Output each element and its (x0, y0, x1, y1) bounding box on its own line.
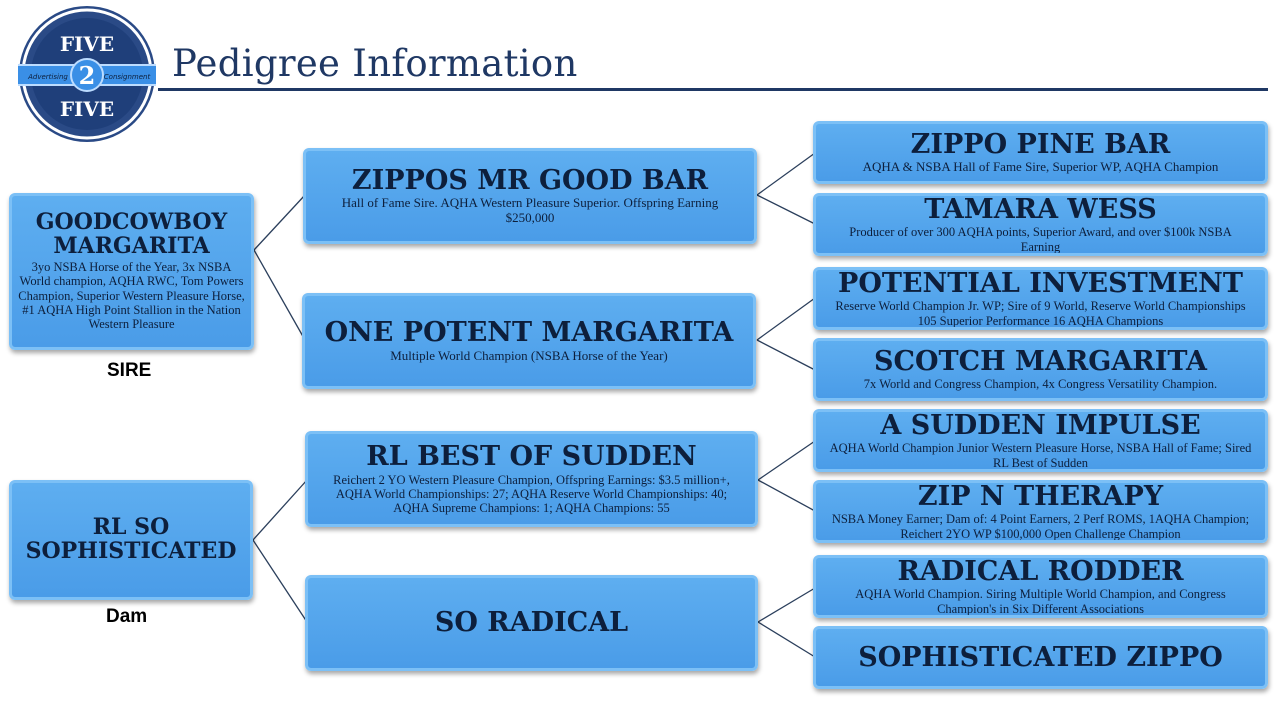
sire-label: SIRE (107, 360, 152, 381)
connector-onepotent-to-scotch (756, 339, 816, 371)
connector-zippos-to-zippopine (756, 152, 816, 196)
horse-card-zip-n-therapy[interactable]: ZIP N THERAPY NSBA Money Earner; Dam of:… (813, 480, 1268, 543)
svg-text:Advertising: Advertising (27, 73, 68, 81)
connector-sire-to-zippos (253, 194, 306, 251)
horse-card-zippos-mr-good-bar[interactable]: ZIPPOS MR GOOD BAR Hall of Fame Sire. AQ… (303, 148, 757, 244)
horse-achievements: Multiple World Champion (NSBA Horse of t… (390, 347, 668, 363)
connector-soradical-to-radical (757, 587, 816, 623)
horse-card-rl-so-sophisticated[interactable]: RL SO SOPHISTICATED (9, 480, 253, 600)
horse-name: TAMARA WESS (924, 194, 1157, 226)
horse-card-so-radical[interactable]: SO RADICAL (305, 575, 758, 671)
horse-achievements: Hall of Fame Sire. AQHA Western Pleasure… (341, 195, 719, 226)
connector-onepotent-to-potential (756, 297, 816, 341)
svg-text:FIVE: FIVE (60, 97, 114, 121)
horse-card-sophisticated-zippo[interactable]: SOPHISTICATED ZIPPO (813, 626, 1268, 689)
horse-name: SO RADICAL (434, 607, 629, 639)
horse-card-scotch-margarita[interactable]: SCOTCH MARGARITA 7x World and Congress C… (813, 338, 1268, 401)
svg-text:FIVE: FIVE (60, 32, 114, 56)
connector-dam-to-soradical (252, 539, 308, 623)
horse-achievements: Reserve World Champion Jr. WP; Sire of 9… (835, 299, 1246, 328)
horse-name: ONE POTENT MARGARITA (324, 317, 734, 349)
horse-name: SCOTCH MARGARITA (874, 346, 1207, 378)
horse-name: GOODCOWBOY MARGARITA (35, 209, 228, 260)
horse-card-rl-best-of-sudden[interactable]: RL BEST OF SUDDEN Reichert 2 YO Western … (305, 431, 758, 527)
horse-name: ZIP N THERAPY (917, 481, 1164, 513)
connector-sire-to-onepotent (253, 249, 306, 341)
title-divider (158, 88, 1268, 91)
horse-name: RADICAL RODDER (897, 556, 1184, 588)
horse-achievements: AQHA World Champion Junior Western Pleas… (829, 441, 1252, 470)
connector-dam-to-rlbest (252, 479, 308, 541)
horse-card-potential-investment[interactable]: POTENTIAL INVESTMENT Reserve World Champ… (813, 267, 1268, 330)
horse-card-radical-rodder[interactable]: RADICAL RODDER AQHA World Champion. Siri… (813, 555, 1268, 618)
horse-card-zippo-pine-bar[interactable]: ZIPPO PINE BAR AQHA & NSBA Hall of Fame … (813, 121, 1268, 184)
horse-achievements: 7x World and Congress Champion, 4x Congr… (863, 377, 1218, 392)
horse-name: ZIPPOS MR GOOD BAR (351, 164, 709, 196)
horse-achievements: 3yo NSBA Horse of the Year, 3x NSBA Worl… (18, 259, 245, 332)
horse-name: RL SO SOPHISTICATED (25, 514, 237, 564)
horse-name: ZIPPO PINE BAR (910, 128, 1171, 160)
horse-name: RL BEST OF SUDDEN (366, 441, 697, 473)
connector-rlbest-to-zipn (757, 479, 816, 512)
horse-card-tamara-wess[interactable]: TAMARA WESS Producer of over 300 AQHA po… (813, 193, 1268, 256)
connector-rlbest-to-sudden (757, 440, 816, 481)
horse-name: A SUDDEN IMPULSE (880, 410, 1201, 442)
horse-achievements: NSBA Money Earner; Dam of: 4 Point Earne… (831, 512, 1250, 541)
horse-card-one-potent-margarita[interactable]: ONE POTENT MARGARITA Multiple World Cham… (302, 293, 756, 389)
connector-zippos-to-tamara (756, 194, 816, 225)
horse-name: SOPHISTICATED ZIPPO (858, 641, 1223, 673)
svg-text:Consignment: Consignment (104, 73, 151, 81)
horse-achievements: AQHA & NSBA Hall of Fame Sire, Superior … (862, 159, 1219, 175)
horse-card-goodcowboy-margarita[interactable]: GOODCOWBOY MARGARITA 3yo NSBA Horse of t… (9, 193, 254, 350)
svg-text:2: 2 (79, 61, 96, 90)
horse-achievements: Producer of over 300 AQHA points, Superi… (849, 225, 1232, 254)
horse-name: POTENTIAL INVESTMENT (838, 268, 1243, 300)
page-title: Pedigree Information (172, 42, 578, 85)
connector-soradical-to-sophzippo (757, 621, 816, 658)
horse-card-a-sudden-impulse[interactable]: A SUDDEN IMPULSE AQHA World Champion Jun… (813, 409, 1268, 472)
five-2-five-logo: FIVE FIVE 2 Advertising Consignment (18, 6, 156, 142)
dam-label: Dam (106, 606, 148, 627)
horse-achievements: AQHA World Champion. Siring Multiple Wor… (855, 587, 1226, 616)
horse-achievements: Reichert 2 YO Western Pleasure Champion,… (333, 472, 730, 516)
